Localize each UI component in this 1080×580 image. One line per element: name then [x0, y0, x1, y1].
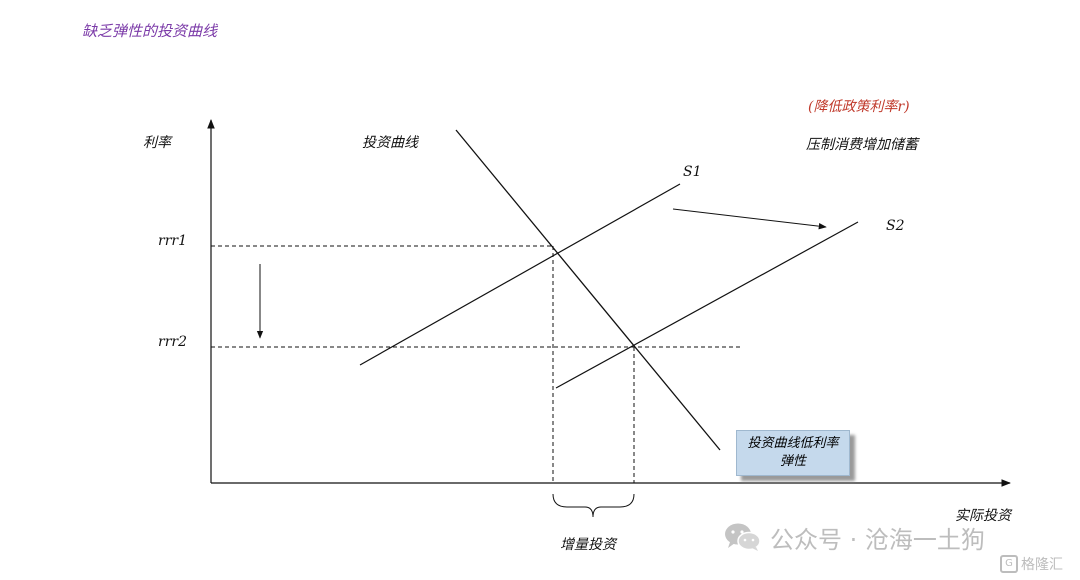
rate-r1-label: rrr1 [158, 233, 187, 249]
s2-label: S2 [886, 218, 905, 234]
diagram-title: 缺乏弹性的投资曲线 [82, 22, 218, 40]
s1-label: S1 [683, 164, 702, 180]
watermark-text: 公众号 · 沧海一土狗 [770, 525, 985, 554]
investment-curve-label: 投资曲线 [362, 135, 418, 151]
rate-r2-label: rrr2 [158, 334, 187, 350]
supply-curve-s2 [555, 221, 859, 389]
elasticity-callout: 投资曲线低利率弹性 [736, 430, 850, 476]
watermark: 公众号 · 沧海一土狗 [724, 520, 985, 554]
wechat-icon [725, 523, 761, 551]
shift-arrow [672, 208, 827, 230]
x-axis-label: 实际投资 [955, 508, 1011, 524]
supply-curve-s1 [359, 183, 681, 366]
y-axis-label: 利率 [143, 135, 171, 151]
increment-investment-label: 增量投资 [560, 537, 616, 553]
brand-text: 格隆汇 [1021, 557, 1063, 573]
increment-brace [552, 493, 635, 518]
brand-mark: G [1000, 555, 1018, 573]
brand-logo: G 格隆汇 [1000, 553, 1063, 575]
effect-note: 压制消费增加储蓄 [806, 137, 918, 153]
investment-curve [455, 129, 721, 451]
policy-note: (降低政策利率r) [808, 99, 910, 115]
